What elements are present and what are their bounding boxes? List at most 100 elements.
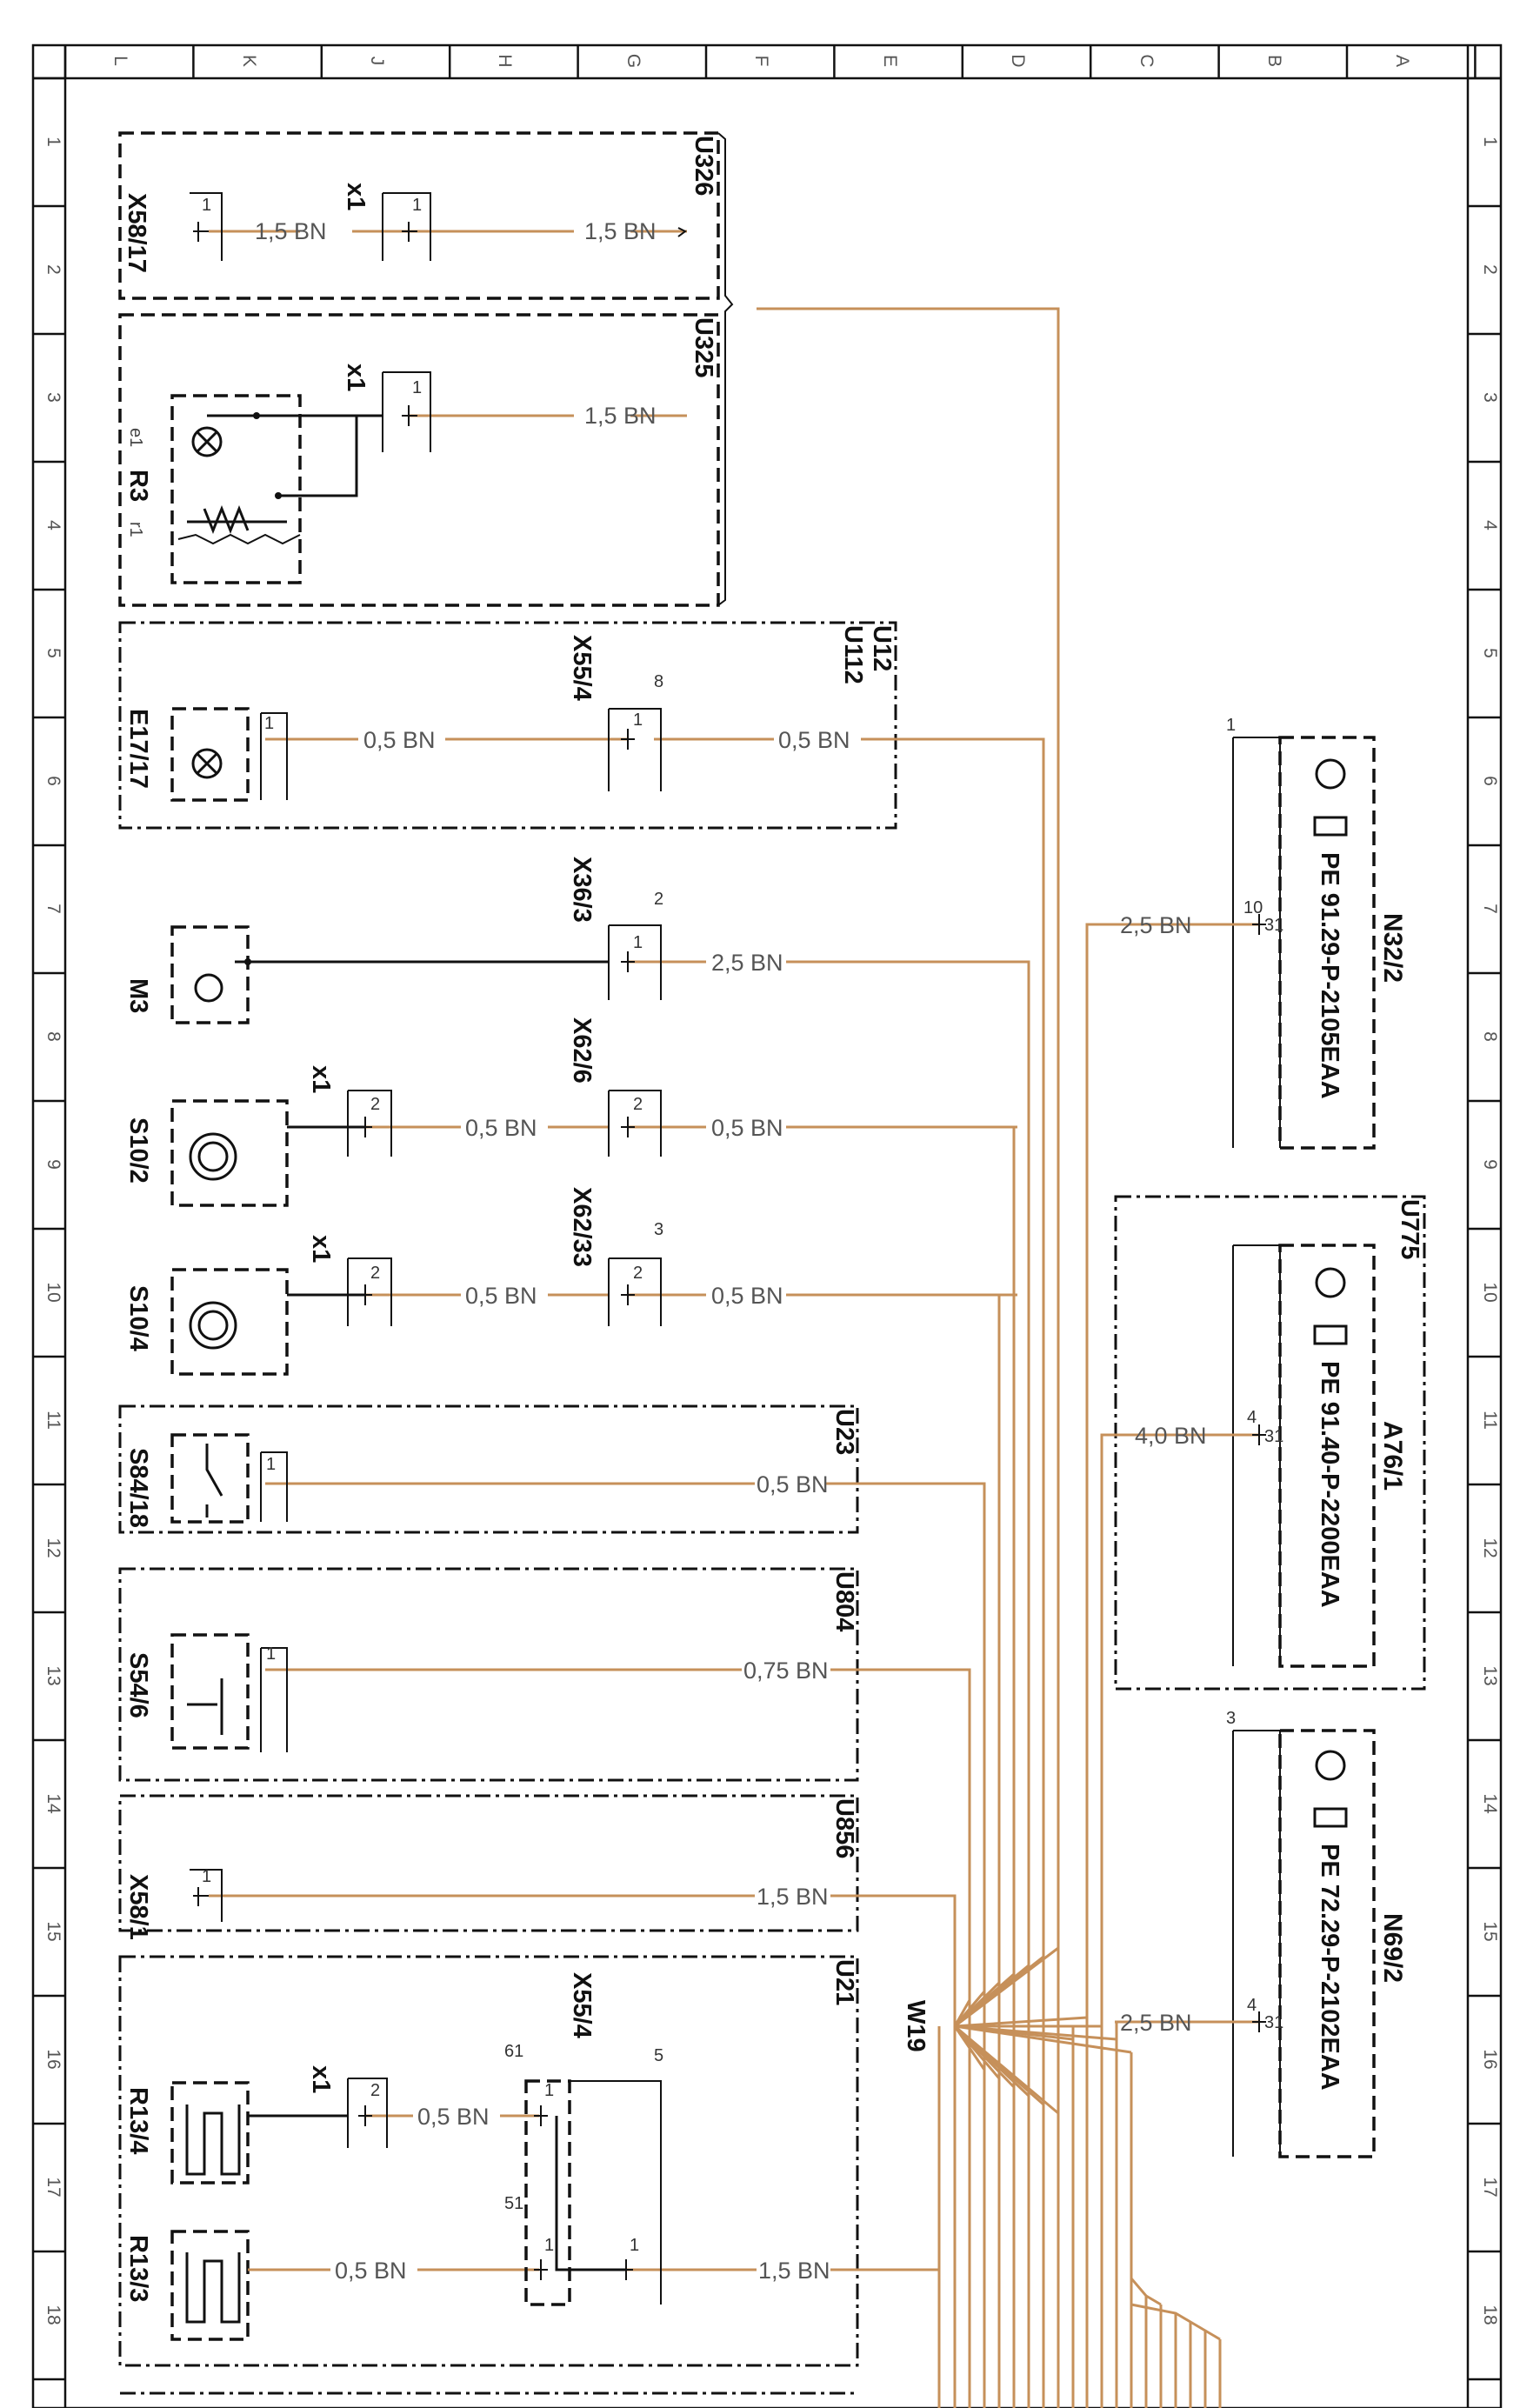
col-label-8: 8 [43,1031,63,1042]
col-label-r-18: 18 [1480,2305,1500,2325]
row-label-j: J [367,57,387,66]
group-label-u804: U804 [830,1571,858,1631]
row-label-f: F [751,56,771,67]
label-e1: e1 [126,428,145,447]
pin-x55-4-u12-8: 8 [654,672,663,691]
label-x1-u325: x1 [342,364,370,391]
wire-label-u326-a: 1,5 BN [255,218,327,244]
x58-1-circuit [190,1869,857,1922]
label-e17-17: E17/17 [124,709,152,789]
pin-x58-1: 1 [202,1867,211,1886]
ref-n69-2: PE 72.29-P-2102EAA [1316,1844,1343,2091]
col-label-4: 4 [43,520,63,530]
col-label-7: 7 [43,904,63,914]
m3-circuit [170,924,1017,1024]
x58-17-connector [193,222,209,242]
col-label-18: 18 [43,2305,63,2325]
rheostat-icon [187,504,287,535]
label-a76-1: A76/1 [1378,1421,1407,1491]
lamp-icon [191,426,223,457]
pin-n32-2-10: 10 [1243,898,1263,917]
label-x1-u21: x1 [307,2065,335,2093]
bracket-u326-u325 [717,132,734,606]
label-x1-s10-2: x1 [307,1065,335,1093]
label-s54-6: S54/6 [124,1652,152,1718]
group-box-u325 [118,313,720,607]
switch-contact-icon [205,1444,223,1518]
wire-label-s102-a: 0,5 BN [465,1115,537,1141]
wire-label-n322: 2,5 BN [1120,912,1192,938]
label-n32-2: N32/2 [1378,913,1407,983]
a76-1-module [1102,1244,1376,1668]
u12-circuit [170,707,896,802]
frame-ticks [33,45,1501,2381]
label-x58-1: X58/1 [124,1874,152,1940]
col-label-r-1: 1 [1480,137,1500,147]
ref-n32-2: PE 91.29-P-2105EAA [1316,852,1343,1099]
wire-label-a761: 4,0 BN [1135,1423,1207,1449]
pin-x62-33: 2 [633,1264,643,1283]
row-label-c: C [1137,54,1157,67]
pin-n69-2-3: 3 [1226,1709,1236,1728]
pin-n69-2-4: 4 [1247,1996,1257,2015]
group-label-u856: U856 [830,1798,858,1858]
wire-label-u325-a: 1,5 BN [584,403,657,429]
group-box-u856 [118,1794,859,1932]
gauge-icon-n69-2 [1315,1750,1346,1781]
pin-s10-2-x1: 2 [370,1095,380,1114]
harness-label-w19: W19 [902,2000,930,2052]
motor-icon [194,973,223,1003]
pin-e17: 1 [264,714,274,733]
col-label-r-5: 5 [1480,648,1500,658]
col-label-r-11: 11 [1480,1411,1500,1430]
pin-a76-1-31: 31 [1264,1427,1283,1446]
col-label-r-14: 14 [1480,1793,1500,1814]
wire-label-r134: 0,5 BN [417,2104,490,2130]
gauge-icon-a76-1 [1315,1267,1346,1298]
col-label-r-4: 4 [1480,520,1500,530]
row-label-b: B [1264,55,1284,67]
wire-label-e17-a: 0,5 BN [363,727,436,753]
s84-18-circuit [170,1433,857,1524]
col-label-3: 3 [43,392,63,403]
group-label-u775: U775 [1396,1199,1423,1259]
label-r13-4: R13/4 [124,2087,152,2154]
u326-circuit [190,192,687,261]
group-box-u23 [118,1404,859,1534]
wire-label-u326-b: 1,5 BN [584,218,657,244]
wire-label-s54: 0,75 BN [743,1658,829,1684]
pin-s84: 1 [266,1455,276,1474]
wire-label-s104-b: 0,5 BN [711,1283,783,1309]
gauge-icon-n32-2 [1315,758,1346,790]
row-label-h: H [495,54,515,67]
group-box-u804 [118,1567,859,1782]
label-x55-4-u21: X55/4 [568,1972,596,2038]
switch-icon-s10-4 [189,1301,237,1350]
row-label-l: L [110,56,130,66]
label-s84-18: S84/18 [124,1448,152,1528]
label-x62-6: X62/6 [568,1017,596,1084]
label-r13-3: R13/3 [124,2235,152,2302]
pin-x55-4-51: 51 [504,2194,523,2213]
col-label-12: 12 [43,1538,63,1558]
label-m3: M3 [124,978,152,1013]
ref-a76-1: PE 91.40-P-2200EAA [1316,1361,1343,1608]
group-label-u326: U326 [690,136,717,196]
label-x55-4-u12: X55/4 [568,635,596,701]
label-s10-4: S10/4 [124,1285,152,1351]
group-label-u112: U112 [839,625,867,684]
group-label-u23: U23 [830,1409,858,1455]
col-label-r-15: 15 [1480,1921,1500,1941]
wire-label-m3: 2,5 BN [711,950,783,976]
col-label-r-6: 6 [1480,776,1500,786]
switch-icon-s10-2 [189,1132,237,1181]
pin-u326-x1: 1 [412,196,422,215]
wire-label-s104-a: 0,5 BN [465,1283,537,1309]
pin-x36-3-2: 2 [654,890,663,909]
pin-x55-4-61: 61 [504,2042,523,2061]
row-label-g: G [623,54,643,68]
col-label-r-3: 3 [1480,392,1500,403]
hand-icon-a76-1 [1313,1324,1348,1345]
wire-label-s102-b: 0,5 BN [711,1115,783,1141]
label-x62-33: X62/33 [568,1187,596,1267]
